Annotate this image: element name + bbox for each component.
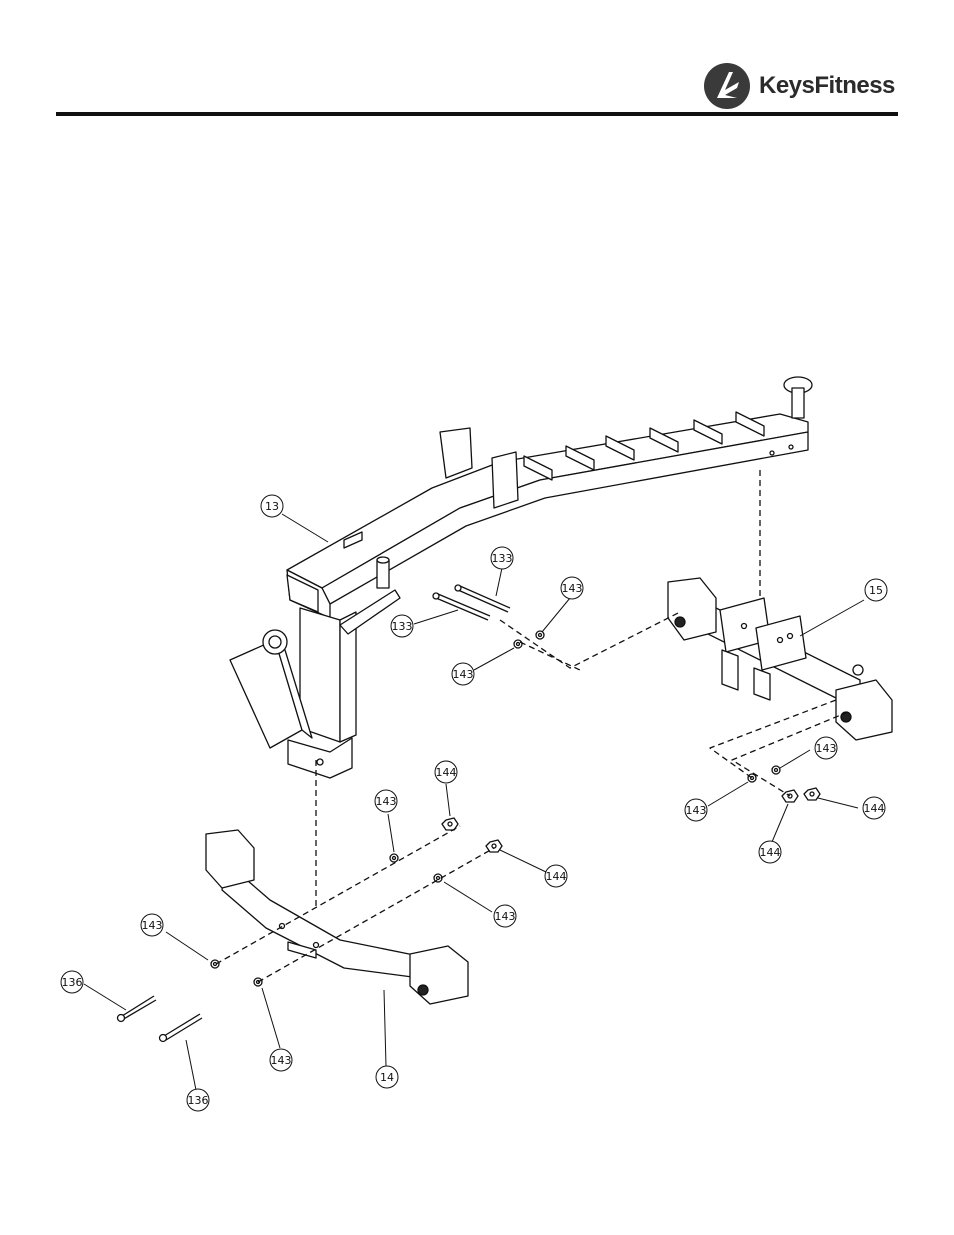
callout-136: 136 (61, 971, 83, 993)
callout-143: 143 (685, 799, 707, 821)
callout-label: 143 (376, 795, 397, 808)
callout-143: 143 (494, 905, 516, 927)
callout-label: 143 (495, 910, 516, 923)
callout-label: 15 (869, 584, 883, 597)
callout-133: 133 (491, 547, 513, 569)
callout-label: 143 (142, 919, 163, 932)
callout-label: 143 (816, 742, 837, 755)
callout-143: 143 (270, 1049, 292, 1071)
callout-13: 13 (261, 495, 283, 517)
callout-144: 144 (545, 865, 567, 887)
bolts-part-136 (118, 996, 203, 1042)
callout-14: 14 (376, 1066, 398, 1088)
callout-15: 15 (865, 579, 887, 601)
callout-label: 144 (546, 870, 567, 883)
callout-label: 133 (392, 620, 413, 633)
callout-label: 136 (62, 976, 83, 989)
callout-label: 144 (760, 846, 781, 859)
callout-label: 143 (562, 582, 583, 595)
front-foot-part-14 (206, 830, 468, 1004)
callout-143: 143 (452, 663, 474, 685)
callout-label: 133 (492, 552, 513, 565)
callout-label: 143 (686, 804, 707, 817)
callout-136: 136 (187, 1089, 209, 1111)
callout-144: 144 (435, 761, 457, 783)
callout-143: 143 (561, 577, 583, 599)
callout-label: 14 (380, 1071, 394, 1084)
callout-leader-lines (84, 514, 864, 1090)
callout-label: 136 (188, 1094, 209, 1107)
callout-143: 143 (815, 737, 837, 759)
frame-part-13 (230, 377, 812, 778)
callout-label: 143 (271, 1054, 292, 1067)
callout-143: 143 (141, 914, 163, 936)
callout-144: 144 (759, 841, 781, 863)
callout-144: 144 (863, 797, 885, 819)
rear-foot-part-15 (668, 578, 892, 740)
callout-label: 144 (436, 766, 457, 779)
nuts-part-144 (442, 788, 820, 852)
callout-label: 13 (265, 500, 279, 513)
callout-label: 143 (453, 668, 474, 681)
callout-133: 133 (391, 615, 413, 637)
callout-143: 143 (375, 790, 397, 812)
callout-label: 144 (864, 802, 885, 815)
